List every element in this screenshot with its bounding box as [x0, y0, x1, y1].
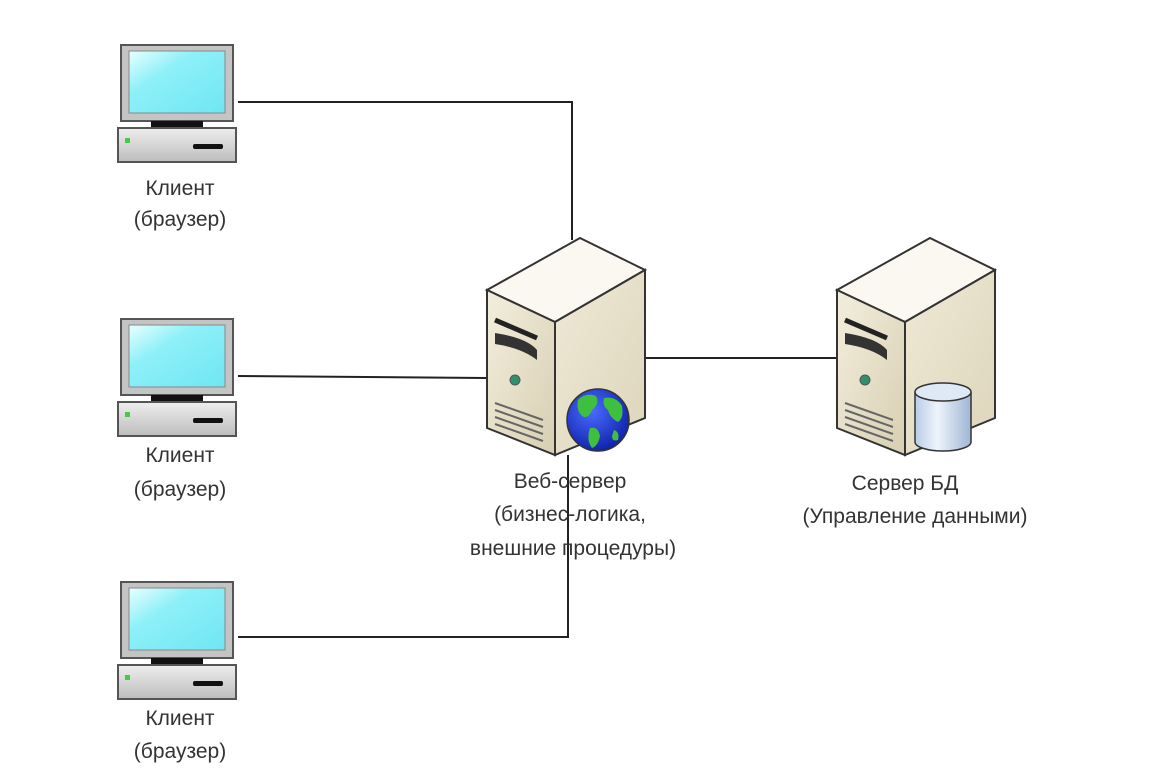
web-server: Веб-сервер (бизнес-логика, внешние проце… — [470, 238, 676, 560]
client-label-line1: Клиент — [145, 177, 214, 200]
client-label-line2: (браузер) — [134, 478, 226, 501]
web-server-label-line1: Веб-сервер — [514, 470, 627, 493]
db-server-label-line2: (Управление данными) — [803, 505, 1028, 528]
web-server-label-line3: внешние процедуры) — [470, 537, 676, 560]
db-server: Сервер БД (Управление данными) — [803, 238, 1028, 528]
db-server-label-line1: Сервер БД — [852, 472, 959, 495]
database-cylinder-icon — [914, 382, 972, 452]
globe-icon — [566, 388, 630, 452]
client-label-line1: Клиент — [145, 707, 214, 730]
client-computer-1: Клиент (браузер) — [117, 44, 237, 231]
computer-icon — [117, 44, 237, 163]
client-computer-3: Клиент (браузер) — [117, 581, 237, 763]
client-label-line2: (браузер) — [134, 208, 226, 231]
client-label-line1: Клиент — [145, 444, 214, 467]
client-label-line2: (браузер) — [134, 740, 226, 763]
connection-client2-webserver — [237, 375, 487, 379]
connection-client1-webserver — [238, 101, 573, 240]
client-computer-2: Клиент (браузер) — [117, 318, 237, 501]
web-server-label-line2: (бизнес-логика, — [494, 503, 646, 526]
computer-icon — [117, 318, 237, 437]
computer-icon — [117, 581, 237, 700]
connection-client3-webserver — [238, 455, 569, 638]
